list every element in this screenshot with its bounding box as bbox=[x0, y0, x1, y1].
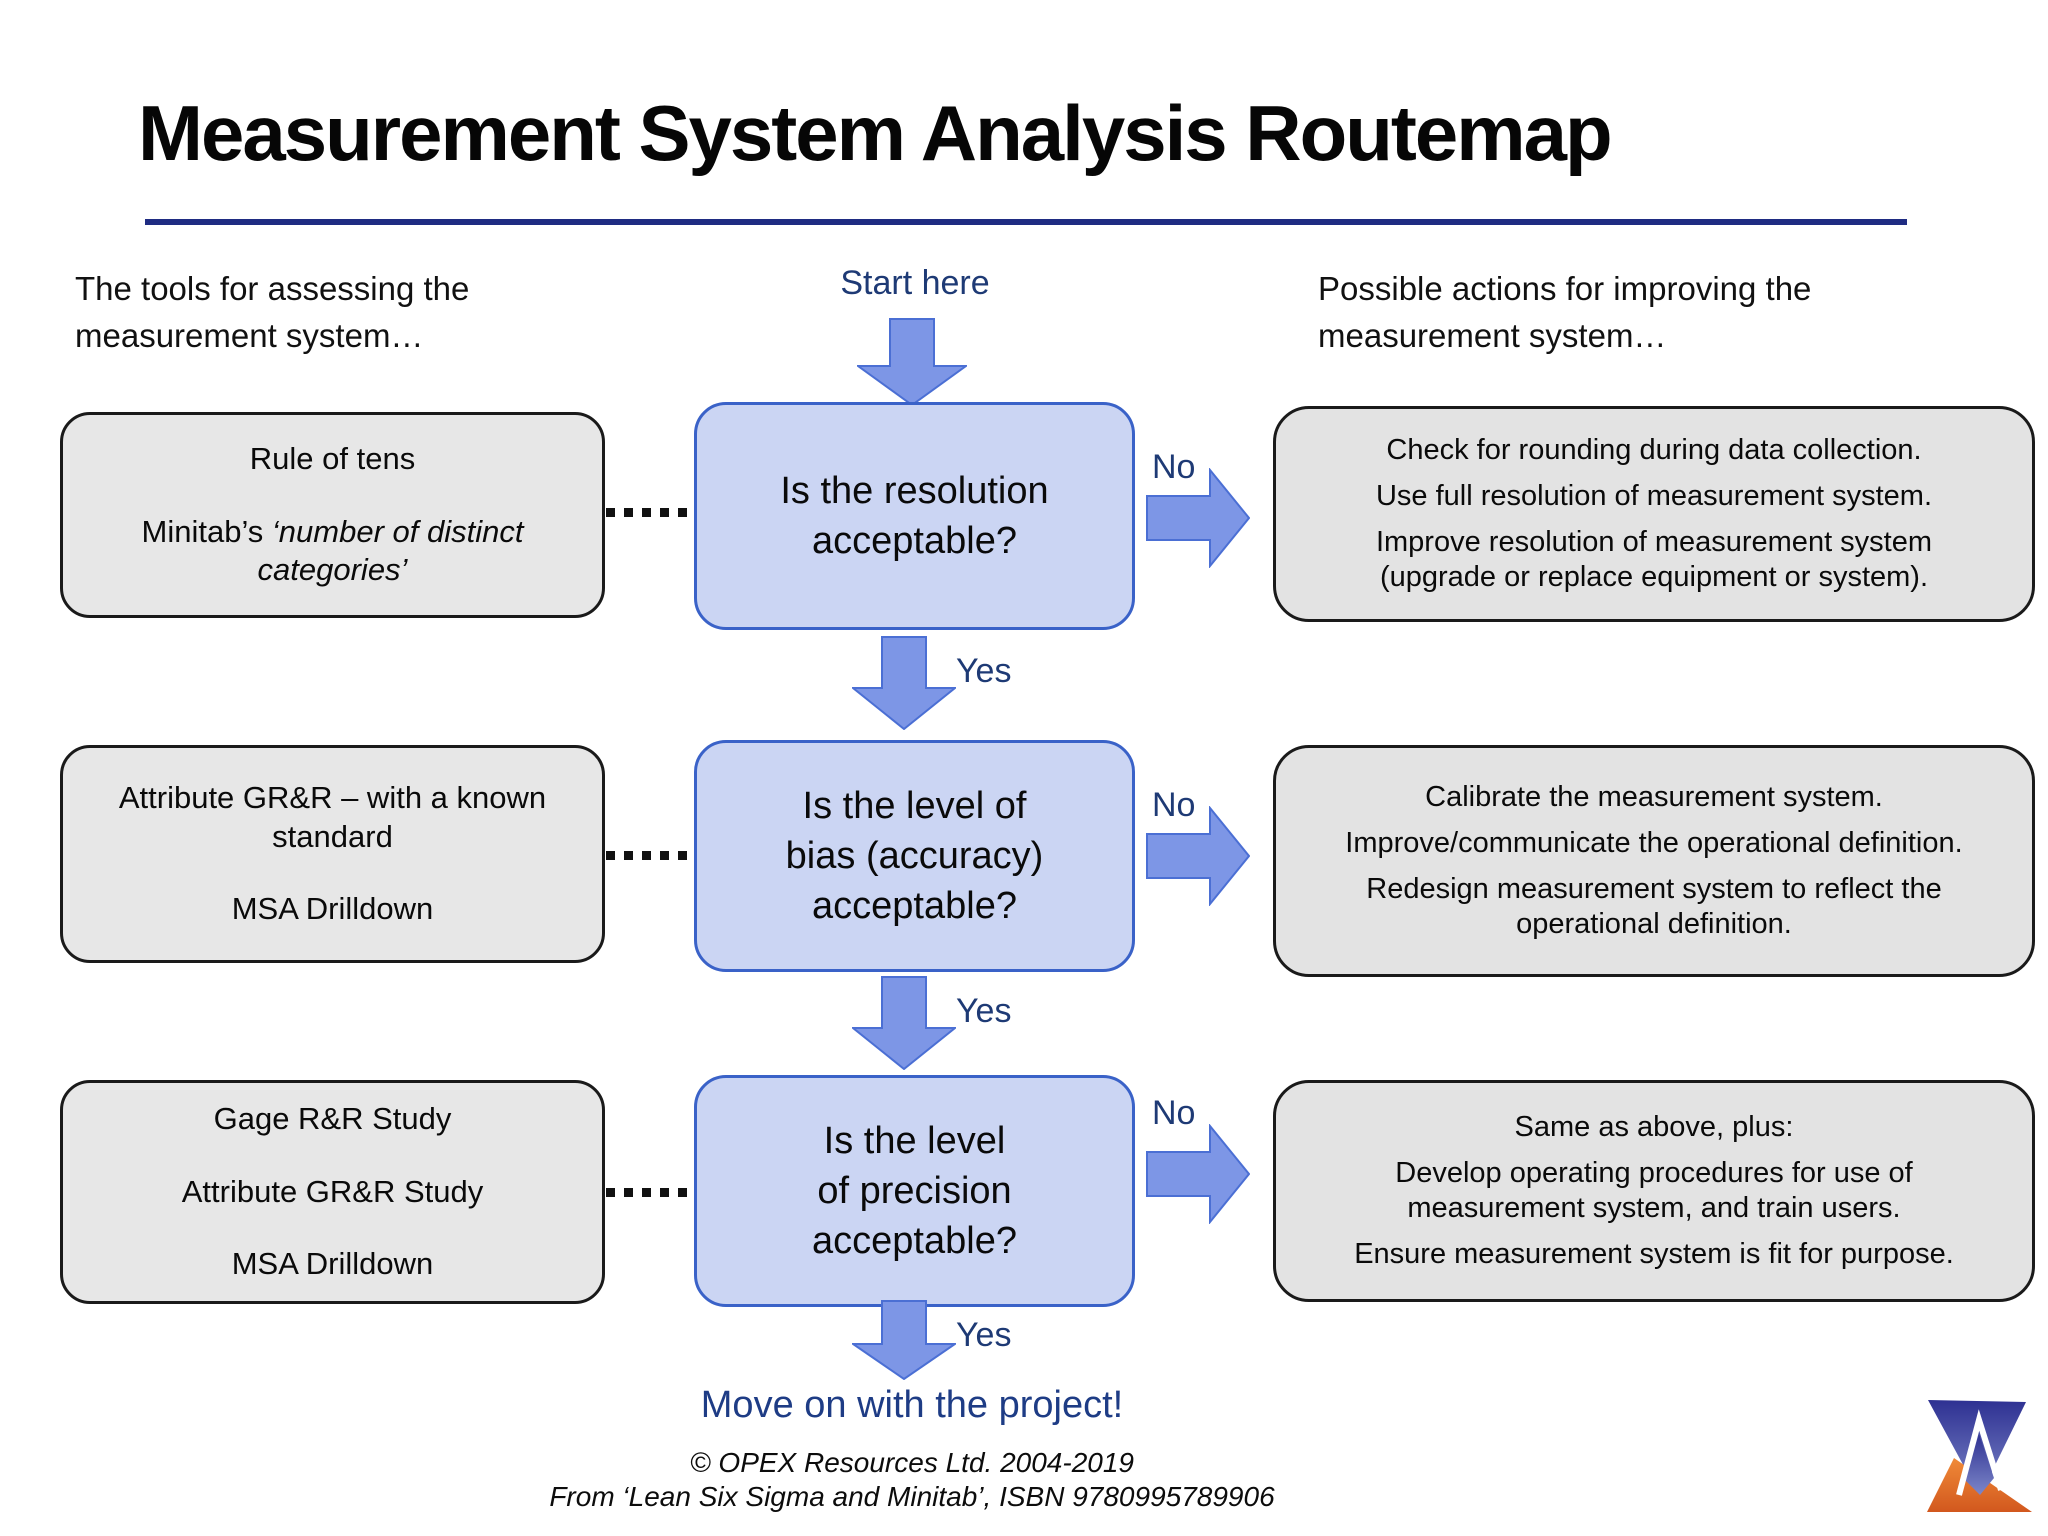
question-line: bias (accuracy) bbox=[785, 834, 1044, 877]
action-item: Use full resolution of measurement syste… bbox=[1375, 480, 1933, 513]
yes-down-arrow-icon bbox=[852, 1300, 956, 1380]
yes-label: Yes bbox=[956, 992, 1012, 1030]
question-line: Is the level bbox=[823, 1119, 1006, 1162]
no-right-arrow-icon bbox=[1146, 1124, 1250, 1224]
question-line: acceptable? bbox=[812, 885, 1017, 928]
action-item: Improve/communicate the operational defi… bbox=[1345, 827, 1963, 860]
yes-down-arrow-icon bbox=[852, 636, 956, 730]
tool-item: Minitab’s ‘number of distinct categories… bbox=[141, 513, 524, 588]
left-column-header: The tools for assessing the measurement … bbox=[75, 270, 470, 354]
page-title: Measurement System Analysis Routemap bbox=[138, 89, 1613, 177]
action-item: Improve resolution of measurement system… bbox=[1375, 526, 1933, 593]
start-here-label: Start here bbox=[840, 264, 990, 302]
copyright-line: © OPEX Resources Ltd. 2004-2019 bbox=[690, 1447, 1134, 1478]
action-item: Redesign measurement system to reflect t… bbox=[1366, 873, 1942, 940]
question-box-precision: Is the level of precision acceptable? bbox=[694, 1075, 1135, 1307]
tool-item: Attribute GR&R – with a known standard bbox=[118, 779, 547, 854]
dotted-connector bbox=[606, 1188, 692, 1197]
question-line: Is the level of bbox=[802, 784, 1027, 827]
tools-box-bias: Attribute GR&R – with a known standard M… bbox=[60, 745, 605, 963]
right-column-header: Possible actions for improving the measu… bbox=[1318, 270, 1812, 354]
question-box-bias: Is the level of bias (accuracy) acceptab… bbox=[694, 740, 1135, 972]
no-right-arrow-icon bbox=[1146, 468, 1250, 568]
question-line: of precision bbox=[817, 1169, 1012, 1212]
action-item: Check for rounding during data collectio… bbox=[1386, 434, 1922, 467]
action-item: Calibrate the measurement system. bbox=[1425, 781, 1883, 814]
action-item: Develop operating procedures for use of … bbox=[1395, 1157, 1913, 1224]
tools-box-precision: Gage R&R Study Attribute GR&R Study MSA … bbox=[60, 1080, 605, 1304]
actions-box-precision: Same as above, plus: Develop operating p… bbox=[1273, 1080, 2035, 1302]
tool-item: Attribute GR&R Study bbox=[181, 1173, 484, 1209]
tool-item: MSA Drilldown bbox=[231, 891, 434, 927]
actions-box-bias: Calibrate the measurement system. Improv… bbox=[1273, 745, 2035, 977]
start-down-arrow-icon bbox=[857, 318, 967, 406]
yes-down-arrow-icon bbox=[852, 976, 956, 1070]
source-line: From ‘Lean Six Sigma and Minitab’, ISBN … bbox=[549, 1481, 1275, 1512]
tool-item: Gage R&R Study bbox=[213, 1100, 452, 1136]
no-label: No bbox=[1152, 786, 1196, 824]
dotted-connector bbox=[606, 508, 692, 517]
yes-label: Yes bbox=[956, 652, 1012, 690]
question-line: Is the resolution bbox=[780, 469, 1049, 512]
end-label: Move on with the project! bbox=[700, 1384, 1124, 1426]
title-underline bbox=[145, 219, 1907, 225]
dotted-connector bbox=[606, 851, 692, 860]
actions-box-resolution: Check for rounding during data collectio… bbox=[1273, 406, 2035, 622]
no-right-arrow-icon bbox=[1146, 806, 1250, 906]
question-line: acceptable? bbox=[812, 520, 1017, 562]
tool-item: Rule of tens bbox=[249, 440, 416, 476]
action-item: Same as above, plus: bbox=[1514, 1111, 1794, 1144]
tools-box-resolution: Rule of tens Minitab’s ‘number of distin… bbox=[60, 412, 605, 618]
question-box-resolution: Is the resolution acceptable? bbox=[694, 402, 1135, 630]
action-item: Ensure measurement system is fit for pur… bbox=[1354, 1237, 1954, 1270]
no-label: No bbox=[1152, 448, 1196, 486]
yes-label: Yes bbox=[956, 1316, 1012, 1354]
tool-item: MSA Drilldown bbox=[231, 1246, 434, 1282]
no-label: No bbox=[1152, 1094, 1196, 1132]
question-line: acceptable? bbox=[812, 1220, 1017, 1263]
opex-hourglass-logo-icon bbox=[1927, 1400, 2032, 1512]
